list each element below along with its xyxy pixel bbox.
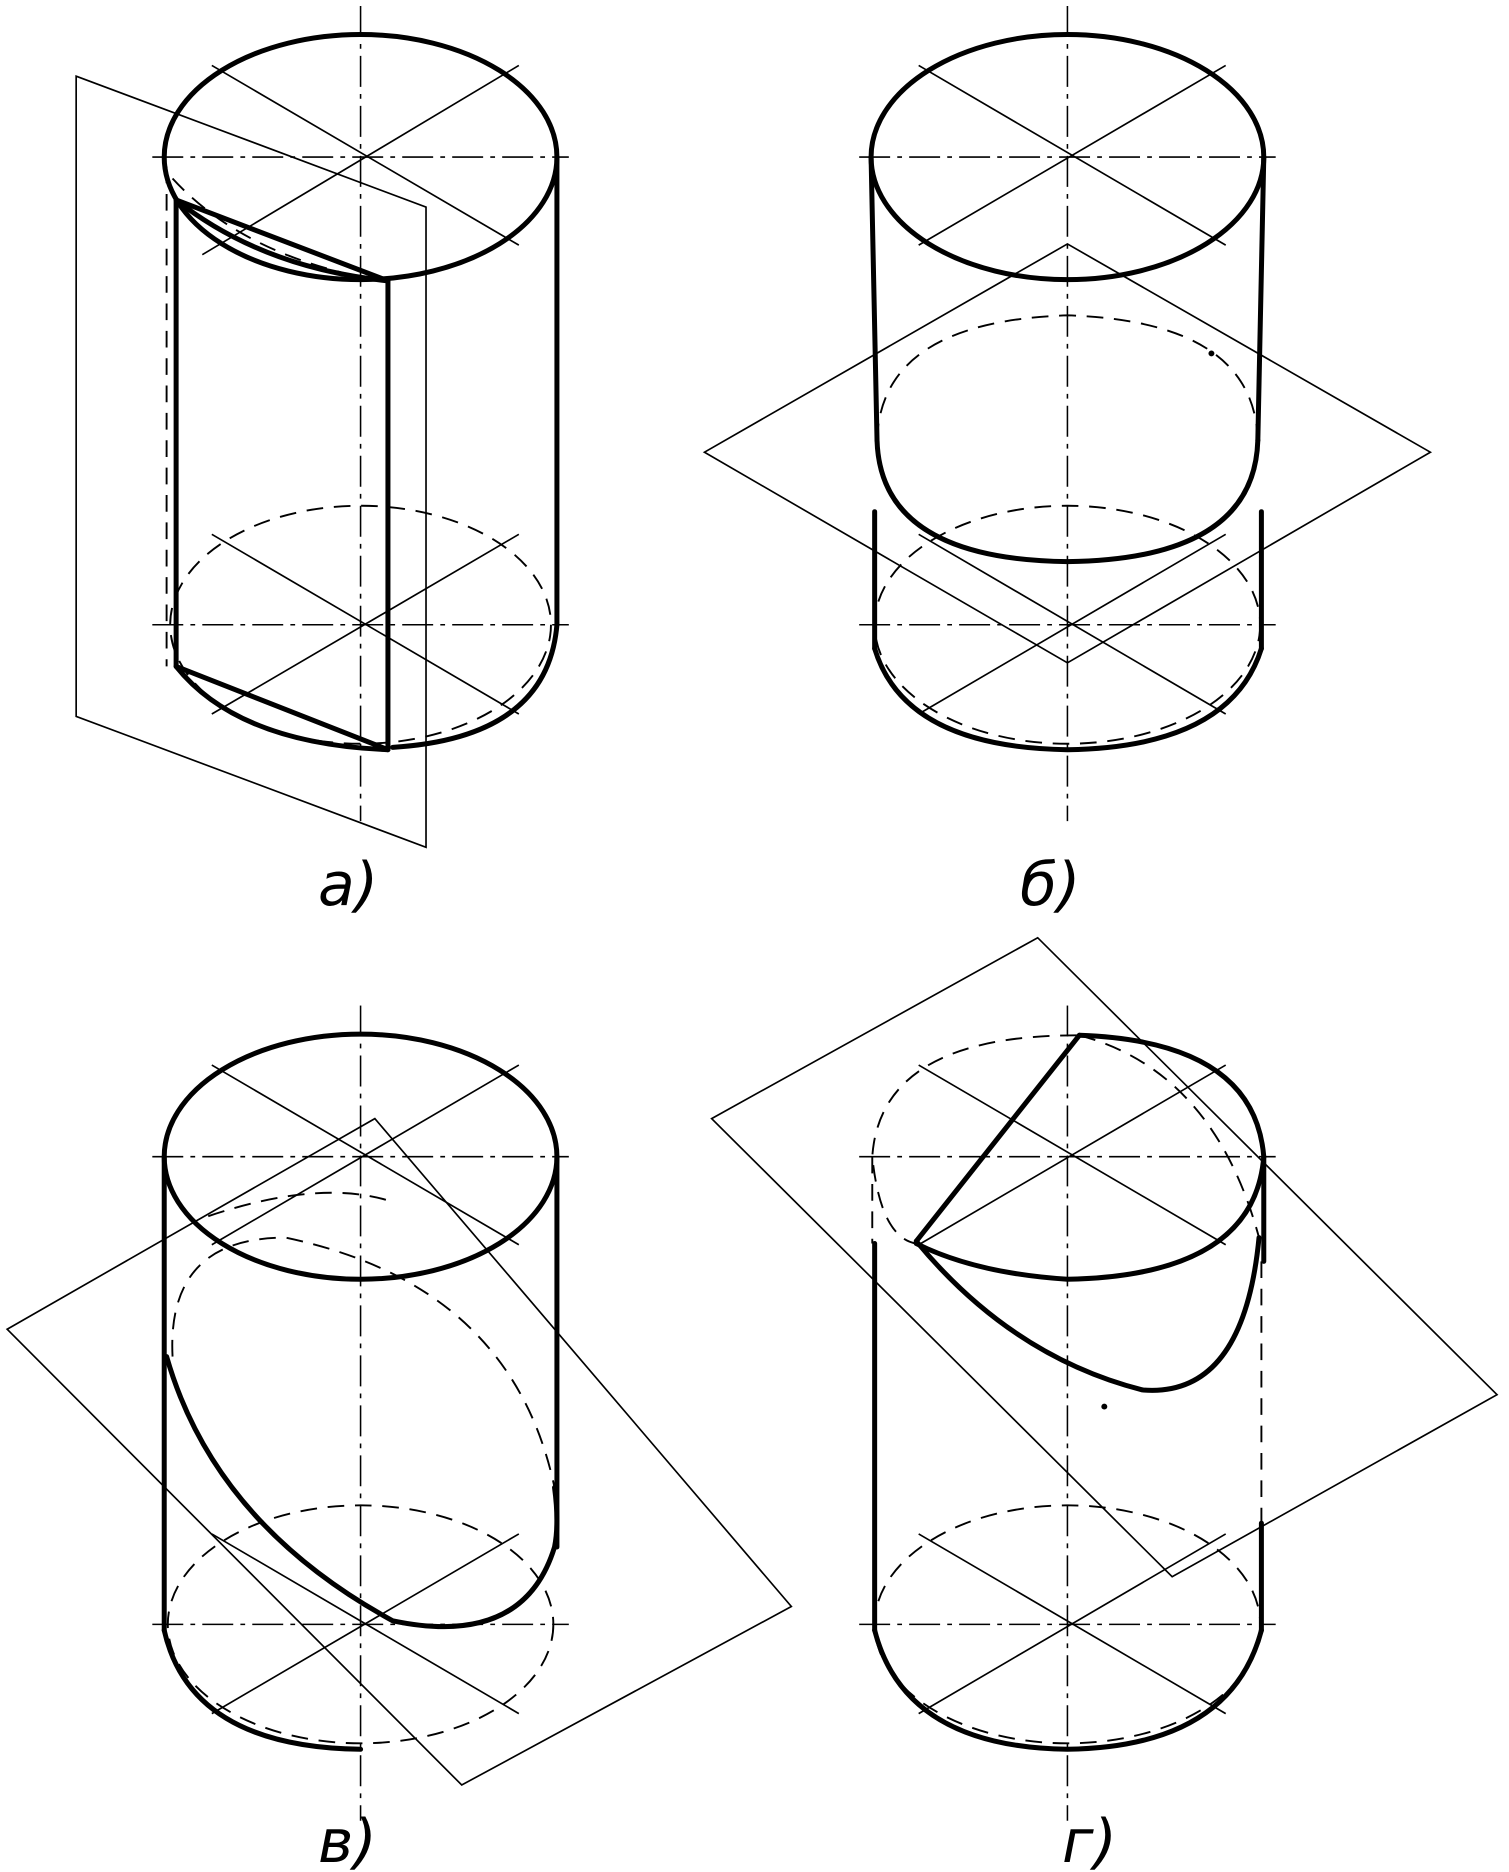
bottom-arc-g — [872, 1627, 1264, 1752]
section-ellipse-hidden-b — [876, 314, 1259, 441]
bottom-ellipse-hidden-a — [169, 504, 552, 745]
cutting-plane-a — [75, 74, 427, 849]
figure-a — [75, 5, 569, 849]
section-rectangle-a — [173, 197, 391, 753]
top-ellipse-visible-g — [913, 1032, 1267, 1282]
cutting-plane-g — [710, 936, 1499, 1578]
top-isoline-1-a — [211, 64, 520, 246]
section-ellipse-visible-v — [164, 1354, 560, 1630]
bottom-arc-a — [390, 622, 560, 750]
point-marker-g — [1101, 1403, 1108, 1410]
caption-b: б) — [1020, 850, 1080, 920]
bottom-isoline-2-v — [211, 1533, 520, 1715]
section-curve-g — [913, 1235, 1262, 1393]
bottom-isoline-2-b — [918, 533, 1227, 715]
caption-a: а) — [318, 850, 378, 920]
bottom-ellipse-hidden-v — [166, 1504, 555, 1745]
section-chord-g — [913, 1032, 1082, 1244]
section-ellipse-hidden-upper-v — [207, 1191, 394, 1218]
section-bottom-arc-a — [173, 663, 391, 753]
section-top-arc-a — [173, 197, 391, 284]
cutting-plane-v — [5, 1117, 793, 1787]
caption-g: г) — [1062, 1807, 1117, 1872]
bottom-arc-v — [161, 1627, 364, 1752]
bottom-isoline-2-g — [918, 1533, 1227, 1715]
point-marker-b — [1208, 350, 1215, 357]
top-ellipse-hidden-g — [871, 1034, 1077, 1245]
figure-b — [702, 5, 1433, 822]
figure-g — [710, 936, 1499, 1821]
cutting-plane-b — [702, 242, 1433, 664]
section-curve-hidden-g — [1079, 1034, 1260, 1238]
bottom-isoline-2-a — [211, 533, 520, 715]
caption-v: в) — [318, 1807, 377, 1872]
figure-v — [5, 1005, 793, 1821]
top-isoline-2-b — [918, 64, 1227, 246]
bottom-arc-b — [872, 646, 1264, 753]
left-generatrix-b — [868, 154, 880, 443]
top-isoline-2-a — [201, 64, 520, 256]
top-isoline-2-g — [918, 1064, 1227, 1246]
section-ellipse-hidden-v — [171, 1236, 556, 1488]
top-isoline-2-v — [211, 1064, 520, 1246]
right-generatrix-b — [1255, 154, 1267, 443]
section-ellipse-visible-b — [874, 437, 1261, 565]
